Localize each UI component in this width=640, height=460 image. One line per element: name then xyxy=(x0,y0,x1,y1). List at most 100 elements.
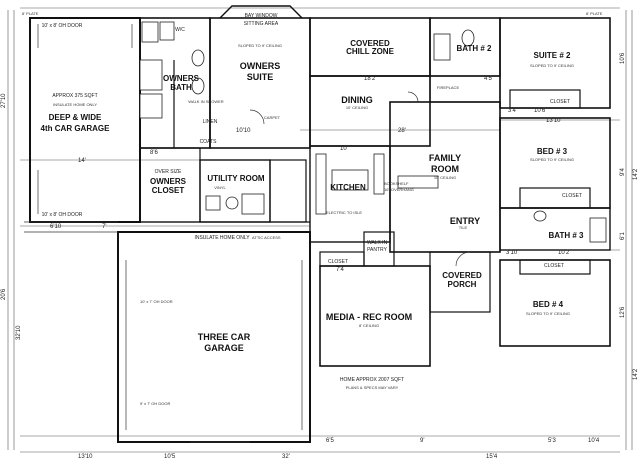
oh-door-label-mid: 10' x 8' OH DOOR xyxy=(41,212,83,218)
home-approx-label: HOME APPROX 2007 SQFT xyxy=(339,377,405,383)
covered-chill-label-1: COVERED xyxy=(350,39,390,48)
corridor-walls xyxy=(24,221,310,233)
dim-27-10: 27'10 xyxy=(1,93,7,109)
insulate-home-only-label-2: INSULATE HOME ONLY xyxy=(194,235,250,241)
family-room-label-2: ROOM xyxy=(431,164,459,174)
bed3-walls xyxy=(499,117,611,251)
owners-suite-label-2: SUITE xyxy=(246,72,274,82)
dim-5-3: 5'3 xyxy=(548,438,556,444)
fourth-car-garage-label: 4th CAR GARAGE xyxy=(40,124,110,133)
dimension-lines xyxy=(7,7,633,453)
dim-32-10: 32'10 xyxy=(16,325,22,341)
owners-suite-ceiling: SLOPED TO 9' CEILING xyxy=(238,43,282,48)
oh-door-label-top: 10' x 8' OH DOOR xyxy=(41,23,83,29)
three-car-label-1: THREE CAR xyxy=(197,332,251,342)
dim-3-4: 3'4 xyxy=(508,108,516,114)
insulate-home-only-label: INSULATE HOME ONLY xyxy=(52,102,98,107)
dim-3-10: 3'10 xyxy=(506,250,518,256)
dim-10-2: 10'2 xyxy=(558,250,570,256)
note-bed4-ceiling: SLOPED TO 9' CEILING xyxy=(526,311,570,316)
coats-label: COATS xyxy=(199,139,217,145)
dim-13-10: 13'10 xyxy=(546,118,561,124)
oh-door-low1: 10' x 7' OH DOOR xyxy=(140,299,173,304)
linen-label: LINEN xyxy=(202,119,218,125)
utility-room-label: UTILITY ROOM xyxy=(207,174,265,183)
dim-4-5: 4'5 xyxy=(484,76,492,82)
dim-32: 32' xyxy=(282,454,290,460)
dim-6-10: 6'10 xyxy=(50,224,62,230)
deep-wide-label: DEEP & WIDE xyxy=(48,113,102,122)
dim-10-6b: 10'6 xyxy=(620,52,626,64)
dim-7-4: 7'4 xyxy=(336,267,344,273)
kitchen-walls xyxy=(309,145,395,267)
entry-label: ENTRY xyxy=(449,216,481,226)
bay-window-label-1: BAY WINDOW xyxy=(244,13,278,19)
suite2-label: SUITE # 2 xyxy=(533,51,571,60)
suite2-walls xyxy=(429,17,611,109)
bay-window-label-2: SITTING AREA xyxy=(243,21,279,27)
owners-bath-label-2: BATH xyxy=(170,83,192,92)
bed3-label: BED # 3 xyxy=(536,147,568,156)
dim-14-2: 14'2 xyxy=(633,168,639,180)
note-fireplace: FIREPLACE xyxy=(436,85,460,90)
utility-walls xyxy=(199,159,307,223)
approx-375-label: APPROX 375 SQFT xyxy=(52,93,98,99)
oversize-closet-label-1: OVER SIZE xyxy=(154,169,182,175)
note-attic: ATTIC ACCESS xyxy=(252,235,281,240)
family-room-label-1: FAMILY xyxy=(428,153,462,163)
wic-label: W/C xyxy=(175,27,185,33)
note-media-ceiling: 8' CEILING xyxy=(358,323,380,328)
note-family-ceiling: 10' CEILING xyxy=(433,175,457,180)
bath3-label: BATH # 3 xyxy=(548,231,584,240)
note-walkin-shower: WALK IN SHOWER xyxy=(188,99,224,104)
dim-15-4: 15'4 xyxy=(486,454,498,460)
note-bed3-ceiling: SLOPED TO 9' CEILING xyxy=(530,157,574,162)
dim-18-2: 18'2 xyxy=(364,76,376,82)
dim-28: 28' xyxy=(398,128,406,134)
note-vinyl: VINYL xyxy=(214,185,226,190)
dim-6-1: 6'1 xyxy=(620,232,626,240)
oversize-closet-label-2: OWNERS xyxy=(150,177,186,186)
dim-6-5: 6'5 xyxy=(326,438,334,444)
dim-20-6: 20'6 xyxy=(1,288,7,300)
dining-ceiling: 10' CEILING xyxy=(345,105,369,110)
bath2-label: BATH # 2 xyxy=(456,44,492,53)
dim-7: 7' xyxy=(102,224,107,230)
dim-8-6: 8'6 xyxy=(150,150,158,156)
dim-14-2b: 14'2 xyxy=(633,368,639,380)
dim-10-6: 10'6 xyxy=(534,108,546,114)
kitchen-label: KITCHEN xyxy=(330,183,366,192)
covered-chill-label-2: CHILL ZONE xyxy=(346,47,394,56)
dim-10: 10' xyxy=(340,146,348,152)
oversize-closet-label-3: CLOSET xyxy=(151,186,185,195)
dim-14: 14' xyxy=(78,158,86,164)
closet-d: CLOSET xyxy=(327,259,349,265)
owners-bath-label: OWNERS xyxy=(163,74,199,83)
dim-10-10: 10'10 xyxy=(236,128,251,134)
note-suite2-ceiling: SLOPED TO 9' CEILING xyxy=(530,63,574,68)
media-rec-label: MEDIA - REC ROOM xyxy=(325,312,413,322)
closet-a: CLOSET xyxy=(549,99,571,105)
bed4-label: BED # 4 xyxy=(532,300,564,309)
covered-porch-label-2: PORCH xyxy=(447,280,477,289)
closet-b: CLOSET xyxy=(561,193,583,199)
note-plate-1: 8' PLATE xyxy=(22,11,39,16)
pantry-label-2: PANTRY xyxy=(367,247,387,253)
oh-door-low2: 9' x 7' OH DOOR xyxy=(140,401,171,406)
dim-9-4: 9'4 xyxy=(620,168,626,176)
dim-10-5: 10'5 xyxy=(164,454,176,460)
covered-porch-label-1: COVERED xyxy=(442,271,482,280)
overhang-label: 16" OVERHANG xyxy=(384,187,414,192)
dim-12-6: 12'6 xyxy=(620,306,626,318)
note-plate-2: 8' PLATE xyxy=(586,11,603,16)
dim-10-4: 10'4 xyxy=(588,438,600,444)
bookshelf-label: BOOKSHELF xyxy=(384,181,409,186)
note-carpet: CARPET xyxy=(263,115,281,120)
dim-13-10b: 13'10 xyxy=(78,454,93,460)
electric-isle-label: ELECTRIC TO ISLE xyxy=(326,210,363,215)
dim-9: 9' xyxy=(420,438,425,444)
dining-label: DINING xyxy=(341,95,373,105)
plans-vary-label: PLANS & SPECS MAY VARY xyxy=(345,385,399,390)
